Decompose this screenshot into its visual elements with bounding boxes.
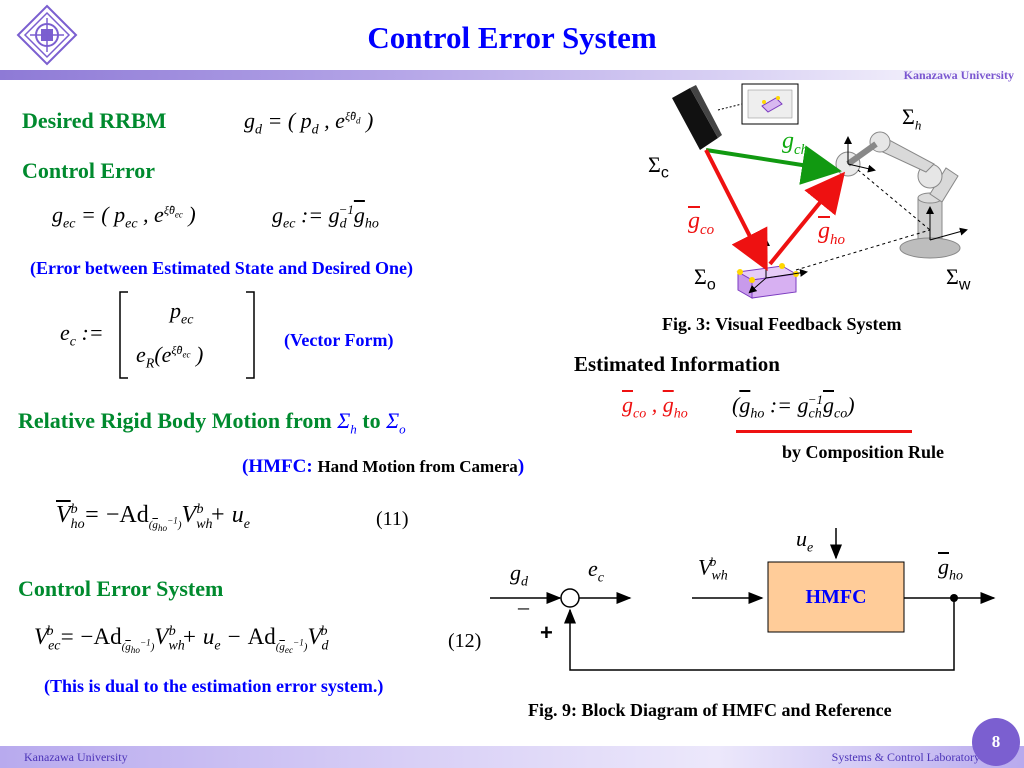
- composition-underline: [736, 430, 912, 433]
- composition-rule-label: by Composition Rule: [782, 442, 945, 462]
- control-error-label: Control Error: [22, 158, 155, 183]
- page-number: 8: [991, 732, 1001, 751]
- g-ho-output-label: gho: [938, 554, 963, 584]
- fig9-block-diagram: HMFC – + gd ec Vwhb ue gho: [480, 520, 1000, 700]
- footer-university: Kanazawa University: [24, 750, 128, 764]
- hmfc-description: Hand Motion from Camera: [317, 457, 518, 476]
- fig3-caption: Fig. 3: Visual Feedback System: [662, 314, 902, 334]
- fig3-visual-feedback-diagram: [630, 80, 1010, 310]
- error-note: (Error between Estimated State and Desir…: [30, 258, 413, 278]
- header-bar: [0, 70, 1024, 80]
- header-university: Kanazawa University: [903, 68, 1014, 82]
- composition-equation: (gho := gch−1gco): [732, 392, 855, 422]
- equation-11: Vhob = −Ad(gho−1)Vwhb + ue: [56, 502, 250, 533]
- sigma-w-label: Σw: [946, 264, 971, 294]
- vector-form-equation: ec := pec eR(eξ̂θec ): [60, 290, 270, 380]
- plus-sign: +: [540, 620, 553, 645]
- control-error-equation: gec = ( pec , eξ̂θec ): [52, 202, 196, 232]
- desired-rrbm-label: Desired RRBM: [22, 108, 167, 133]
- u-e-label: ue: [796, 526, 814, 556]
- page-title: Control Error System: [367, 20, 657, 55]
- minus-sign: –: [518, 594, 529, 619]
- equation-12-number: (12): [448, 630, 482, 652]
- g-ch-label: gch: [782, 128, 809, 158]
- hmfc-close-paren: ): [517, 456, 525, 477]
- dual-note: (This is dual to the estimation error sy…: [44, 676, 384, 696]
- g-co-bar-label: gco: [688, 208, 715, 238]
- university-logo: [16, 4, 78, 66]
- fig9-caption: Fig. 9: Block Diagram of HMFC and Refere…: [528, 700, 892, 720]
- page-number-badge: 8: [972, 718, 1020, 766]
- control-error-definition: gec := gd−1gho: [272, 202, 379, 232]
- e-c-label: ec: [588, 556, 604, 586]
- estimated-heading: Estimated Information: [574, 352, 780, 376]
- g-ho-bar-label: gho: [818, 218, 845, 248]
- desired-rrbm-equation: gd = ( pd , eξ̂θd ): [244, 108, 374, 138]
- estimated-variables: gco , gho: [622, 392, 688, 422]
- g-d-input-label: gd: [510, 560, 528, 590]
- equation-11-number: (11): [376, 508, 409, 530]
- relative-motion-heading: Relative Rigid Body Motion from Σh to Σo: [18, 408, 406, 437]
- sigma-c-label: Σc: [648, 152, 669, 182]
- vector-form-label: (Vector Form): [284, 330, 394, 350]
- sigma-h-label: Σh: [902, 104, 922, 133]
- footer-lab: Systems & Control Laboratory: [831, 750, 980, 764]
- control-error-system-label: Control Error System: [18, 576, 224, 601]
- equation-12: Vecb = −Ad(gho−1)Vwhb + ue − Ad(gec−1)Vd…: [34, 624, 329, 655]
- relative-motion-to: to: [362, 408, 381, 433]
- hmfc-abbrev: (HMFC:: [242, 456, 313, 477]
- hmfc-block: HMFC: [768, 562, 904, 632]
- footer-bar: [0, 746, 1024, 768]
- hmfc-definition: (HMFC: Hand Motion from Camera): [242, 456, 524, 478]
- relative-motion-prefix: Relative Rigid Body Motion from: [18, 408, 332, 433]
- hmfc-block-label: HMFC: [805, 585, 867, 608]
- v-wh-label: Vwhb: [698, 554, 728, 584]
- sigma-o-label: Σo: [694, 264, 716, 294]
